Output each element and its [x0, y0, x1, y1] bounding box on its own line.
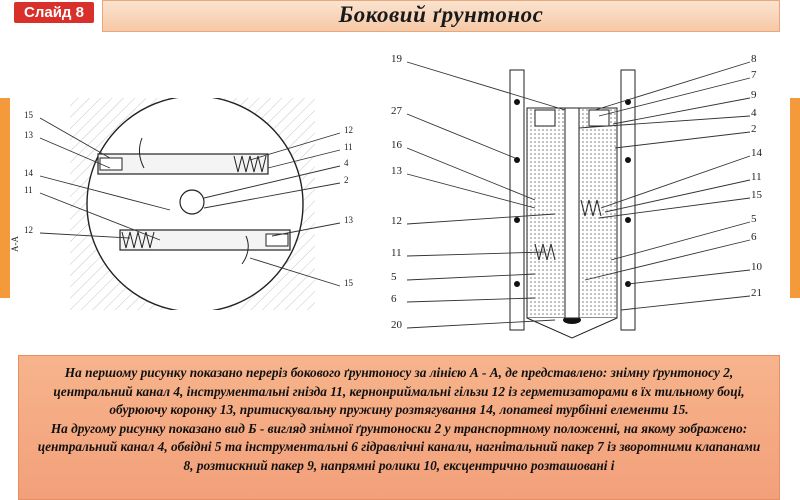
- view-label: 6: [751, 231, 757, 243]
- view-label: 21: [751, 287, 762, 299]
- description-paragraph-2: На другому рисунку показано вид Б - вигл…: [37, 420, 761, 473]
- section-aa-figure: 15 13 14 11 12 12 11 4 2 13 15 А-А: [10, 98, 354, 310]
- right-outer-wall: [620, 69, 636, 331]
- view-label: 19: [391, 53, 403, 65]
- section-side-label: А-А: [10, 236, 20, 252]
- left-valve: [534, 109, 556, 127]
- view-label: 12: [391, 215, 402, 227]
- turbine-arc-upper: [138, 137, 145, 169]
- description-callout: На першому рисунку показано переріз боко…: [18, 355, 780, 500]
- view-b-figure: 19 27 16 13 12 11 5 6 20 8 7 9 4 2 14 11…: [391, 53, 763, 339]
- description-paragraph-1: На першому рисунку показано переріз боко…: [53, 365, 745, 418]
- view-label: 5: [391, 271, 397, 283]
- section-label: 12: [24, 225, 33, 235]
- view-label: 15: [751, 189, 763, 201]
- lower-channel: [119, 229, 291, 251]
- section-label: 2: [344, 175, 349, 185]
- view-label: 6: [391, 293, 397, 305]
- upper-sleeve: [99, 157, 123, 171]
- view-label: 10: [751, 261, 763, 273]
- upper-spring: [233, 155, 267, 173]
- view-label: 5: [751, 213, 757, 225]
- upper-spring-view: [580, 199, 602, 217]
- section-label: 4: [344, 158, 349, 168]
- section-label: 14: [24, 168, 34, 178]
- central-channel: [179, 189, 205, 215]
- view-label: 27: [391, 105, 403, 117]
- slide-title: Боковий ґрунтонос: [338, 2, 544, 27]
- central-channel-view: [564, 107, 580, 319]
- section-label: 13: [24, 130, 34, 140]
- section-label: 11: [344, 142, 353, 152]
- turbine-arc-lower: [241, 235, 249, 265]
- view-leaders: [406, 61, 751, 329]
- section-label: 11: [24, 185, 33, 195]
- view-label: 13: [391, 165, 403, 177]
- section-label: 12: [344, 125, 353, 135]
- lower-spring: [121, 231, 155, 249]
- view-label: 16: [391, 139, 403, 151]
- view-label: 4: [751, 107, 757, 119]
- view-label: 11: [751, 171, 762, 183]
- view-label: 9: [751, 89, 757, 101]
- section-label: 15: [24, 110, 34, 120]
- title-bar: Боковий ґрунтонос: [102, 0, 780, 32]
- view-label: 7: [751, 69, 757, 81]
- view-label: 2: [751, 123, 757, 135]
- right-valve: [588, 109, 610, 127]
- view-label: 14: [751, 147, 763, 159]
- rollers: [514, 99, 631, 287]
- right-accent-strip: [790, 98, 800, 298]
- view-label: 11: [391, 247, 402, 259]
- lower-sleeve: [265, 233, 289, 247]
- view-label: 20: [391, 319, 403, 331]
- left-accent-strip: [0, 98, 10, 298]
- tool-bottom: [526, 317, 618, 339]
- left-outer-wall: [509, 69, 525, 331]
- section-leaders: [39, 117, 341, 287]
- section-label: 13: [344, 215, 354, 225]
- slide-number: Слайд 8: [14, 2, 94, 23]
- section-label: 15: [344, 278, 354, 288]
- view-label: 8: [751, 53, 757, 65]
